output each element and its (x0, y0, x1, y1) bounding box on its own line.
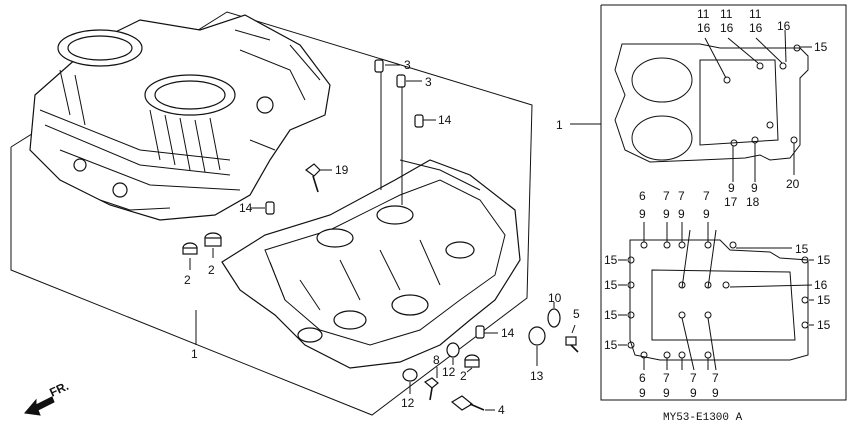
callout-13: 13 (530, 369, 544, 383)
callout-14b: 14 (239, 201, 253, 215)
callout-b7b: 7 (678, 189, 685, 203)
callout-b7f: 7 (712, 371, 719, 385)
callout-u11b: 11 (720, 7, 733, 21)
callout-u15a: 15 (814, 40, 828, 54)
callout-b9f: 9 (690, 386, 697, 400)
callout-19: 19 (335, 163, 349, 177)
upper-case-leaders (704, 29, 812, 182)
upper-case-outline (614, 43, 809, 163)
callout-2a: 2 (184, 273, 191, 287)
callout-2b: 2 (208, 263, 215, 277)
callout-8: 8 (433, 353, 440, 367)
callout-b9d: 9 (703, 207, 710, 221)
diagram-code: MY53-E1300 A (663, 412, 743, 424)
callout-b7d: 7 (663, 371, 670, 385)
callout-u16d: 16 (777, 19, 791, 33)
callout-u11c: 11 (749, 7, 762, 21)
callout-b15c: 15 (604, 278, 618, 292)
callout-b15g: 15 (817, 293, 831, 307)
callout-12a: 12 (442, 365, 456, 379)
bolt-8 (423, 377, 439, 401)
upper-case-labels: 11 16 11 16 11 16 16 15 9 17 9 18 20 (697, 7, 828, 209)
upper-crankcase (29, 14, 331, 221)
exploded-view-frame (10, 11, 533, 416)
callout-b15d: 15 (604, 308, 618, 322)
callout-b15a: 15 (795, 242, 809, 256)
lower-crankcase (221, 159, 521, 369)
callout-u17: 17 (724, 195, 738, 209)
callout-b16: 16 (814, 278, 828, 292)
callout-10: 10 (548, 291, 562, 305)
washers (402, 308, 561, 382)
callout-u16c: 16 (749, 21, 763, 35)
callout-u11a: 11 (697, 7, 710, 21)
callout-u9a: 9 (728, 181, 735, 195)
callout-3b: 3 (425, 75, 432, 89)
callout-b9e: 9 (663, 386, 670, 400)
front-arrow-icon: FR. (24, 379, 71, 416)
callout-b15h: 15 (817, 318, 831, 332)
bolt-19 (305, 163, 321, 193)
callout-b7c: 7 (703, 189, 710, 203)
leader-lines-left (189, 64, 576, 411)
dowel-pins (265, 59, 485, 339)
switch-4 (450, 395, 485, 411)
callout-b6b: 6 (639, 371, 646, 385)
lower-case-leaders (618, 222, 814, 371)
callout-2c: 2 (460, 369, 467, 383)
callout-u16b: 16 (720, 21, 734, 35)
front-direction-label: FR. (47, 379, 70, 400)
callout-b9a: 9 (639, 207, 646, 221)
lower-case-labels: 6 9 7 9 7 9 7 9 15 16 15 15 15 15 15 15 … (604, 189, 831, 400)
callout-b6a: 6 (639, 189, 646, 203)
callout-labels-left: 3 3 14 19 14 2 2 1 14 8 12 2 12 10 5 13 … (184, 58, 580, 417)
callout-b7a: 7 (663, 189, 670, 203)
callout-u20: 20 (786, 177, 800, 191)
callout-u9b: 9 (751, 181, 758, 195)
callout-4: 4 (498, 403, 505, 417)
callout-b9g: 9 (712, 386, 719, 400)
callout-14c: 14 (501, 326, 515, 340)
plugs-2 (182, 232, 480, 368)
detail-frame: 1 (556, 4, 847, 401)
callout-14a: 14 (438, 113, 452, 127)
callout-b15b: 15 (604, 253, 618, 267)
callout-u16a: 16 (697, 21, 711, 35)
callout-u18: 18 (746, 195, 760, 209)
callout-1b: 1 (556, 118, 563, 132)
callout-b15e: 15 (604, 338, 618, 352)
callout-b9h: 9 (639, 386, 646, 400)
callout-b9b: 9 (663, 207, 670, 221)
callout-12b: 12 (401, 396, 415, 410)
lower-case-outline (627, 239, 809, 361)
callout-5: 5 (573, 307, 580, 321)
callout-b7e: 7 (690, 371, 697, 385)
callout-b15f: 15 (817, 253, 831, 267)
switch-5 (565, 336, 579, 353)
callout-1a: 1 (191, 347, 198, 361)
callout-b9c: 9 (678, 207, 685, 221)
callout-3a: 3 (404, 58, 411, 72)
